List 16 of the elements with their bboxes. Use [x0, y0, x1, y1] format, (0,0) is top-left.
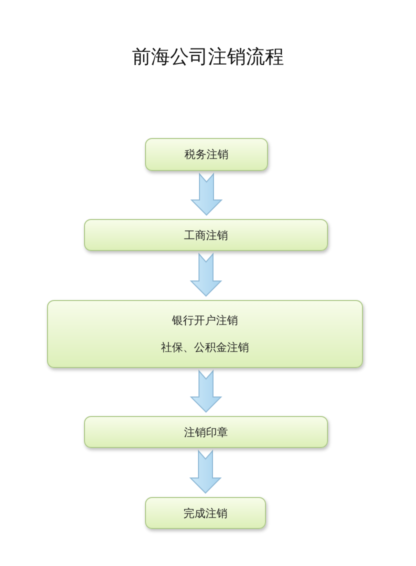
- box-text: 税务注销: [184, 147, 228, 162]
- box-text: 工商注销: [184, 228, 228, 242]
- process-box: [145, 138, 268, 171]
- process-box: [145, 497, 266, 529]
- box-text: 注销印章: [184, 424, 228, 440]
- box-text: 银行开户注销: [172, 313, 238, 328]
- block-arrow: [189, 450, 222, 494]
- process-box: [47, 300, 363, 368]
- block-arrow: [190, 252, 222, 297]
- box-text: 完成注销: [184, 506, 228, 520]
- box-text: 社保、公积金注销: [161, 340, 249, 355]
- process-box: [84, 219, 328, 251]
- process-box: [84, 416, 328, 448]
- block-arrow: [190, 370, 222, 413]
- block-arrow: [190, 172, 223, 216]
- title: 前海公司注销流程: [132, 46, 284, 68]
